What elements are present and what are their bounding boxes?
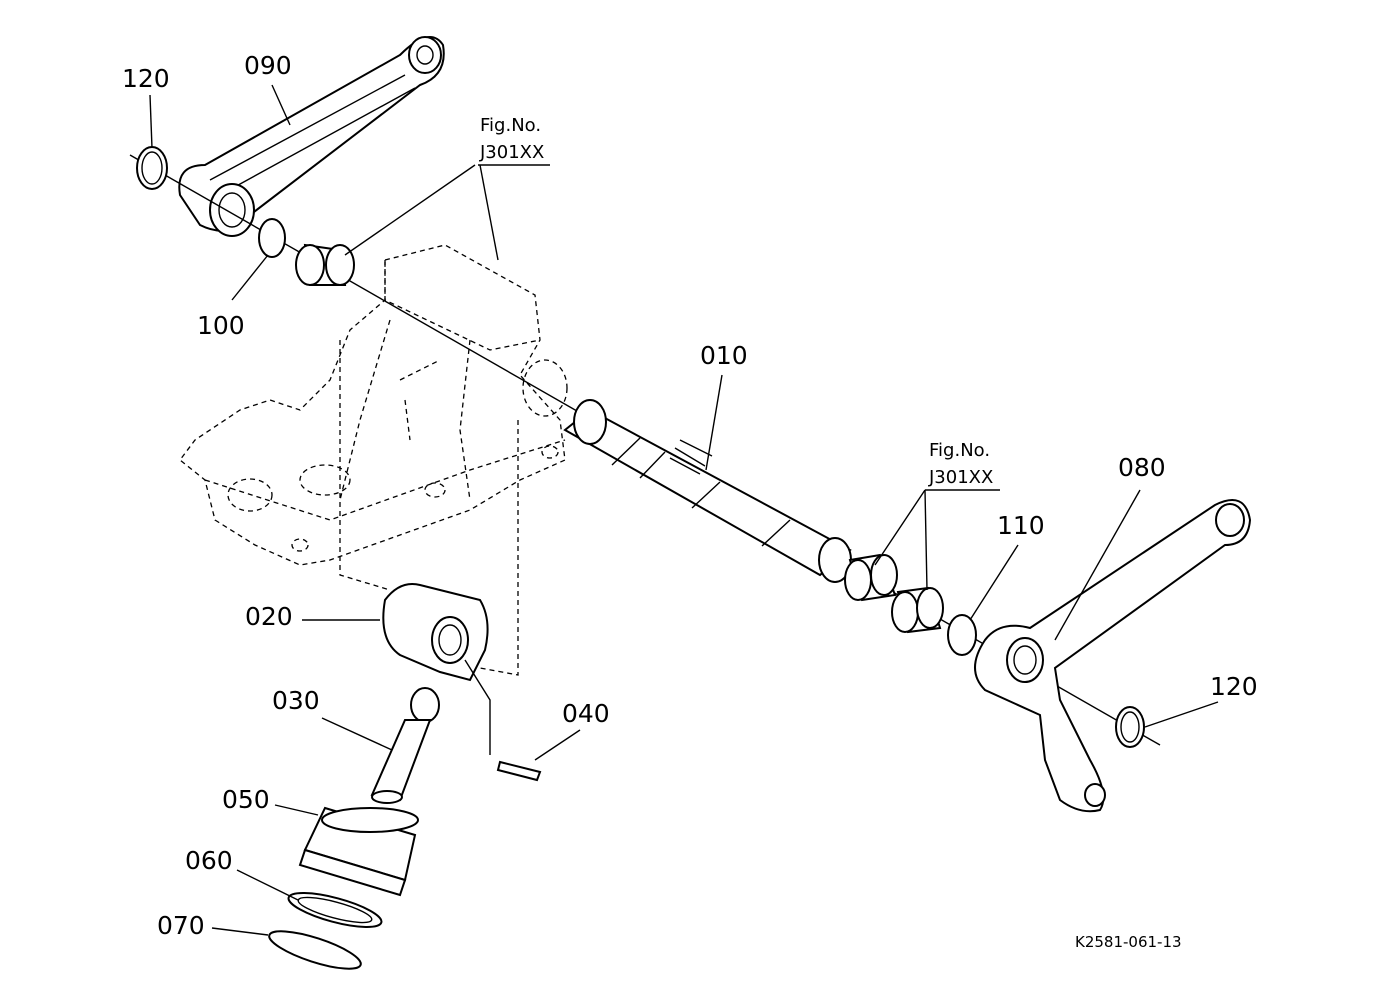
lift-arm-090	[178, 36, 445, 237]
fig-ref-1-line1: Fig.No.	[480, 115, 541, 136]
leader-lines	[149, 84, 1219, 936]
label-070: 070	[157, 911, 205, 940]
label-120-left: 120	[122, 64, 170, 93]
o-ring-100	[258, 218, 286, 258]
label-120-right: 120	[1210, 672, 1258, 701]
bushing-right-1	[844, 553, 898, 602]
rod-030	[370, 687, 440, 804]
fig-ref-2-line1: Fig.No.	[929, 440, 990, 461]
bushing-right-2	[891, 586, 944, 634]
label-100: 100	[197, 311, 245, 340]
label-060: 060	[185, 846, 233, 875]
circlip-120-right	[1115, 706, 1145, 748]
piston-050	[298, 806, 419, 897]
label-010: 010	[700, 341, 748, 370]
cross-shaft-010	[563, 399, 852, 583]
label-090: 090	[244, 51, 292, 80]
backup-ring-060	[287, 892, 383, 928]
drawing-code: K2581-061-13	[1075, 933, 1182, 951]
label-110: 110	[997, 511, 1045, 540]
lift-crank-020	[339, 340, 519, 682]
lift-arm-080	[974, 499, 1252, 813]
label-030: 030	[272, 686, 320, 715]
circlip-120-left	[136, 146, 168, 190]
o-ring-070	[268, 930, 362, 970]
label-020: 020	[245, 602, 293, 631]
label-040: 040	[562, 699, 610, 728]
bushing-left	[295, 243, 355, 286]
pin-040	[464, 659, 542, 782]
hitch-housing	[179, 244, 568, 566]
fig-ref-2-line2: J301XX	[928, 467, 993, 488]
fig-ref-1-line2: J301XX	[479, 142, 544, 163]
label-050: 050	[222, 785, 270, 814]
o-ring-110	[947, 614, 977, 656]
label-080: 080	[1118, 453, 1166, 482]
